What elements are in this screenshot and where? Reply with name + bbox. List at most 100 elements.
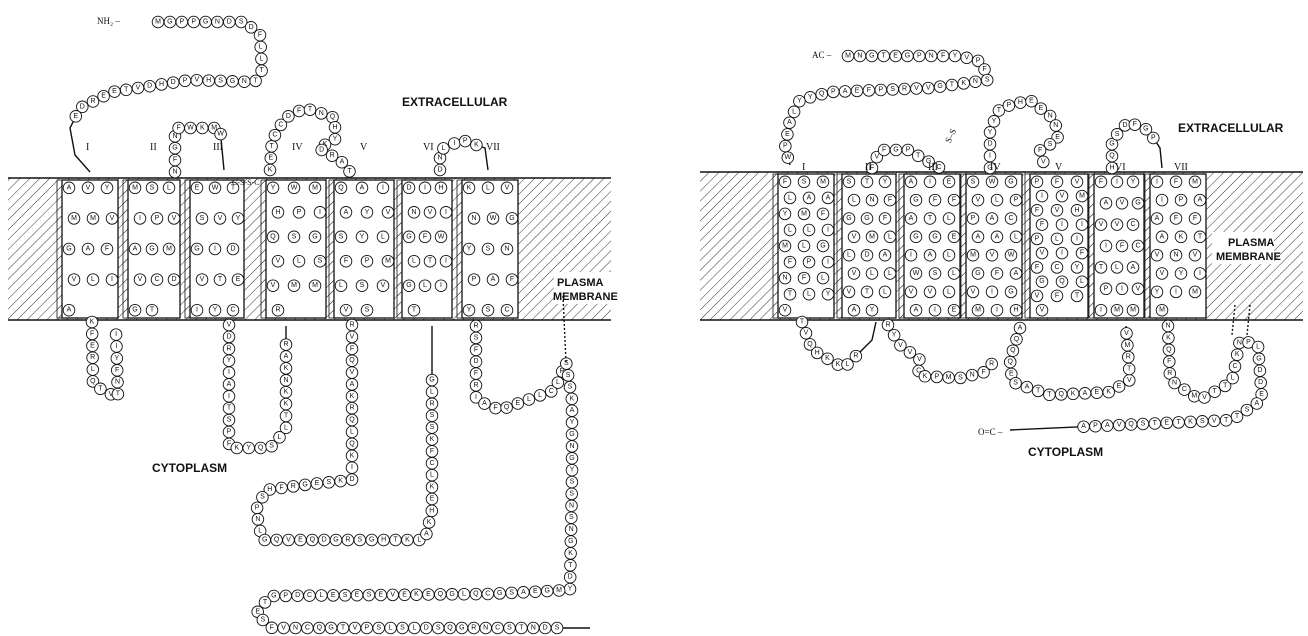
right-helix-7-residue: F [1174, 215, 1178, 222]
left-helix-1-residue-circle [62, 303, 76, 317]
right-helix-1-residue-circle [783, 255, 797, 269]
right-helix-2-residue: S [847, 178, 852, 185]
left-ec-loop-2-3-residue: F [176, 125, 180, 132]
left-cterm-tail-residue: S [569, 490, 574, 497]
right-helix-4-residue: I [996, 307, 998, 314]
left-ic-loop-3-4-residue: K [234, 445, 239, 452]
left-helix-1-residue: I [111, 276, 113, 283]
left-ic-loop-5-6-residue: F [430, 448, 434, 455]
left-ec-loop-2-3-residue: G [172, 145, 177, 152]
right-helix-1-residue-circle [802, 191, 816, 205]
left-helix-3-residue-circle [208, 303, 222, 317]
right-helix-3-residue-circle [947, 303, 961, 317]
left-cterm-tail-residue-circle [258, 596, 272, 609]
right-helix-5-residue: I [1076, 235, 1078, 242]
left-helix-4-residue: V [276, 258, 281, 265]
right-helix-3-residue: A [928, 252, 933, 259]
left-helix-4-residue-circle [313, 206, 327, 219]
right-helix-7-residue: A [1160, 233, 1165, 240]
left-helix-6-residue-circle [402, 230, 416, 244]
right-helix-1-residue: S [802, 178, 807, 185]
right-helix-5-residue-circle [1035, 303, 1049, 317]
right-helix-6-residue-circle [1110, 261, 1124, 274]
right-helix-4-residue: W [1008, 252, 1015, 259]
left-nterm-loop-residue-circle [108, 85, 121, 98]
right-helix-1-residue-circle [816, 239, 830, 253]
right-helix-1-residue-circle [778, 303, 792, 317]
right-helix-1-residue: I [827, 227, 829, 234]
left-cterm-tail-residue: T [341, 625, 346, 632]
left-nterm-loop-residue-circle [234, 15, 248, 29]
left-helix-5-residue-circle [334, 230, 348, 244]
right-helix-6-residue: P [1104, 285, 1109, 292]
right-nterm-loop-residue: T [950, 82, 955, 89]
right-helix-7-residue: N [1173, 252, 1178, 259]
right-helix-2-residue: Y [870, 307, 875, 314]
right-helix-7-residue-circle [1155, 267, 1169, 280]
left-helix-3-residue-circle [213, 212, 227, 225]
left-helix-7-residue: Y [467, 307, 472, 314]
right-helix-7-residue: M [1159, 307, 1165, 314]
right-helix-1-residue: Y [783, 210, 788, 217]
left-helix-7-residue: S [486, 307, 491, 314]
left-ic-loop-1-2-residue: F [115, 367, 119, 374]
left-helix-2-residue-circle [162, 181, 176, 195]
left-helix-5-residue-circle [376, 230, 390, 244]
right-helix-5-residue-circle [1075, 275, 1089, 288]
left-helix-4-residue-circle [313, 254, 327, 268]
left-ec-loop-4-5-residue-circle [274, 118, 288, 132]
left-ic-loop-5-6-residue: S [357, 537, 362, 544]
right-cterm-tail-residue: K [1235, 351, 1240, 358]
left-cterm-tail-residue: E [533, 588, 538, 595]
left-palmitoyl-anchor [562, 295, 567, 363]
right-nterm-loop-residue: A [843, 88, 848, 95]
left-helix-6-residue-circle [439, 254, 453, 268]
left-nterm-loop-residue: P [179, 19, 184, 26]
left-ec-loop-4-5-residue-circle [335, 155, 349, 169]
right-cterm-tail-residue: P [1246, 339, 1251, 346]
right-helix-2-residue-circle [860, 285, 874, 299]
right-helix-7-residue-circle [1169, 175, 1183, 189]
left-helix-label-1: I [86, 142, 89, 153]
left-helix-1-residue-circle [81, 242, 95, 256]
right-helix-5-residue-circle [1035, 189, 1049, 203]
left-helix-1-residue: M [90, 215, 96, 222]
left-ec-loop-6-7-residue-circle [437, 142, 450, 155]
left-ec-loop-4-5-residue: K [323, 141, 328, 148]
right-helix-1-residue: L [821, 275, 825, 282]
right-helix-4-residue: A [1014, 270, 1019, 277]
right-helix-6-residue-circle [1115, 239, 1129, 253]
left-helix-6-residue-circle [439, 206, 453, 219]
right-ic-loop-1-2-residue-circle [803, 338, 817, 351]
right-ic-loop-3-4-residue: R [989, 361, 994, 368]
right-ic-loop-1-2-residue-circle [821, 352, 834, 365]
right-helix-1-residue-circle [821, 255, 835, 269]
left-helix-2-residue: G [132, 307, 137, 314]
right-ec-loop-4-5-residue: D [987, 141, 992, 148]
left-cterm-tail-residue: S [400, 625, 405, 632]
left-cterm-tail-residue: E [515, 400, 520, 407]
left-ec-loop-4-5-residue: K [268, 167, 273, 174]
right-helix-1-residue: M [782, 243, 788, 250]
left-ec-loop-2-3-residue: N [172, 133, 177, 140]
left-nterm-label: NH₂ – [97, 16, 120, 26]
left-helix-edge [328, 179, 335, 319]
right-helix-7-residue: V [1155, 252, 1160, 259]
left-helix-3-residue: V [200, 276, 205, 283]
right-helix-5-residue-circle [1030, 175, 1044, 189]
left-helix-2-residue: M [166, 246, 172, 253]
right-nterm-loop-residue-circle [803, 91, 817, 104]
left-helix-7-residue: A [491, 276, 496, 283]
left-helix-6-residue: L [412, 258, 416, 265]
left-ic-loop-1-2-residue: N [115, 379, 120, 386]
left-helix-7-residue: S [486, 246, 491, 253]
left-helix-3-residue: T [231, 184, 236, 191]
left-helix-label-4: IV [292, 142, 303, 153]
right-helix-label-1: I [802, 162, 805, 173]
right-helix-7-residue-circle [1188, 248, 1202, 262]
left-ic-loop-1-2-residue-circle [94, 382, 107, 396]
right-ic-loop-3-4-residue-circle [903, 346, 917, 359]
right-helix-3-residue-circle [947, 230, 961, 244]
left-ic-loop-3-4-residue: T [227, 405, 232, 412]
